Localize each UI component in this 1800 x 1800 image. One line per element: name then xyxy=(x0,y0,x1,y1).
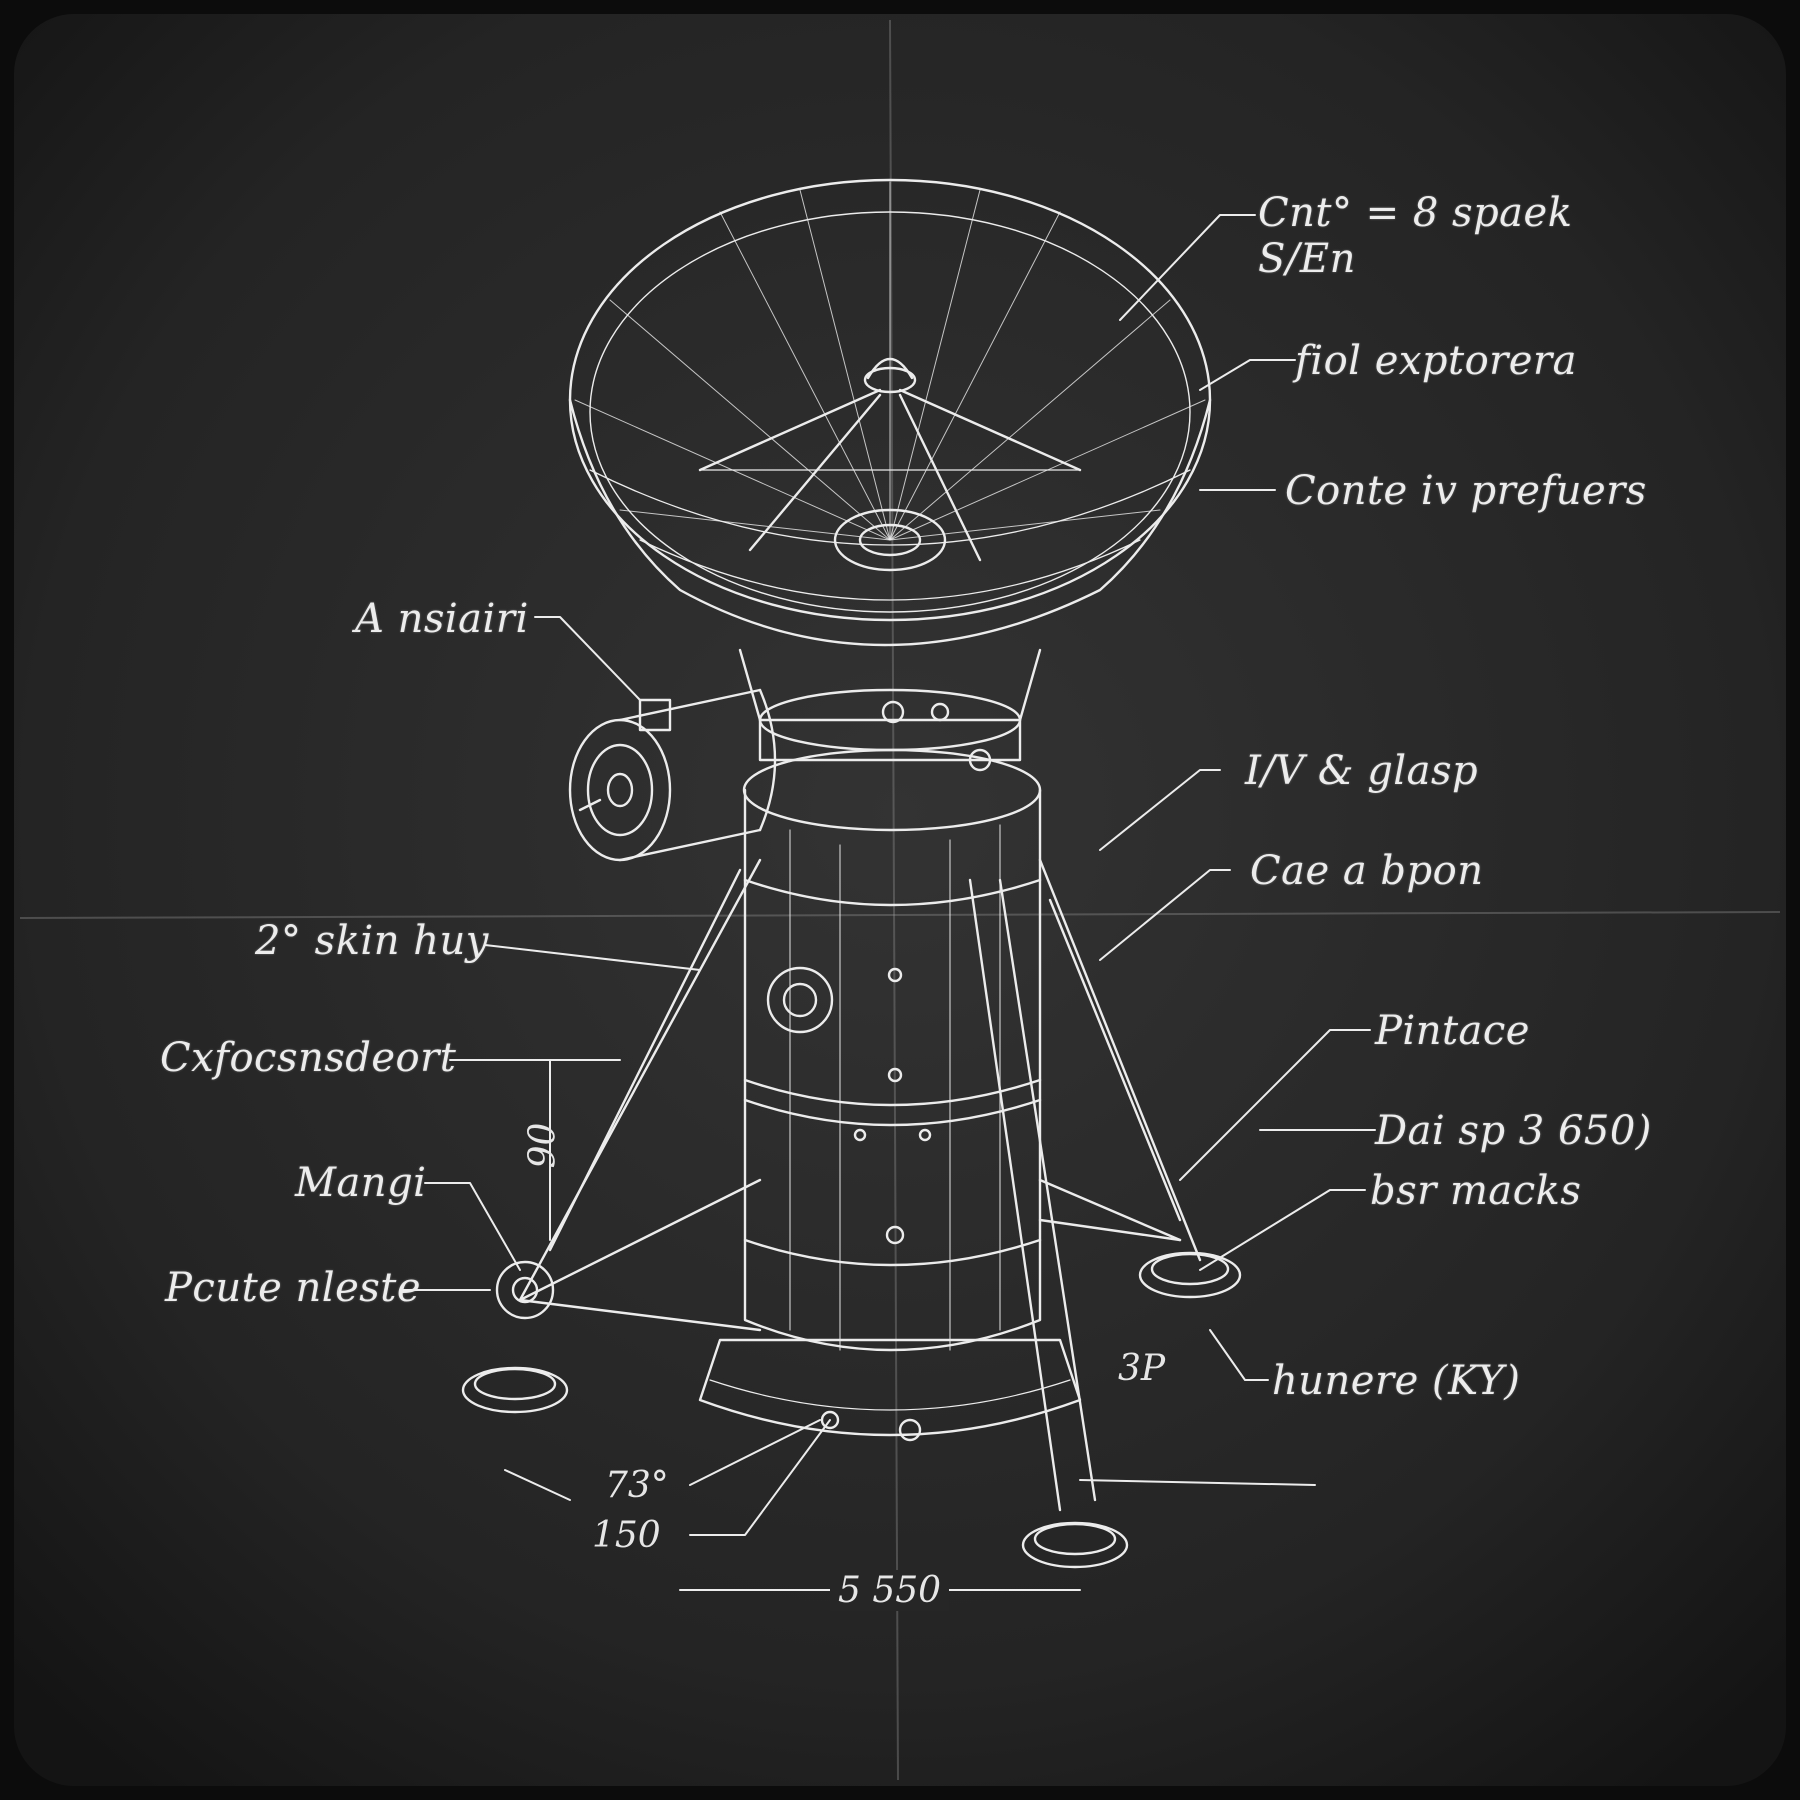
satellite-drawing xyxy=(399,178,1376,1591)
callout-footpad-left: Pcute nleste xyxy=(165,1265,422,1311)
callout-top-right-line2: S/En xyxy=(1258,236,1356,282)
callout-strut: 2° skin huy xyxy=(255,918,489,964)
callout-interface: Pintace xyxy=(1375,1008,1530,1054)
callout-right-strut: Dai sp 3 650) xyxy=(1375,1108,1652,1154)
neck-assembly xyxy=(738,648,1042,772)
board-surface xyxy=(14,14,1786,1786)
callout-right-pad: bsr macks xyxy=(1370,1168,1582,1214)
callout-joint: Mangi xyxy=(295,1160,427,1206)
antenna-dish xyxy=(568,178,1212,647)
dimension-height: 90 xyxy=(522,1122,564,1169)
footpads xyxy=(461,1251,1242,1569)
dimension-side-tag: 3P xyxy=(1118,1348,1166,1389)
callout-dish-rim: fiol exptorera xyxy=(1295,338,1577,384)
callout-leg-brace: Cxfocsnsdeort xyxy=(160,1035,457,1081)
callout-base-right: hunere (KY) xyxy=(1272,1358,1521,1404)
dimension-offset-a: 73° xyxy=(605,1465,669,1506)
dimension-offset-b: 150 xyxy=(592,1515,661,1556)
callout-side-camera: A nsiairi xyxy=(355,596,529,642)
callout-top-right-line1: Cnt° = 8 spaek xyxy=(1258,190,1573,236)
legs xyxy=(518,858,1202,1512)
main-body xyxy=(742,748,1042,1352)
leader-lines xyxy=(399,214,1376,1591)
callout-mid-body: Cae a bpon xyxy=(1250,848,1484,894)
base-plate xyxy=(698,1338,1082,1442)
side-camera xyxy=(568,688,777,862)
dimension-base-width: 5 550 xyxy=(830,1570,950,1611)
callout-dish-cone: Conte iv prefuers xyxy=(1285,468,1647,514)
fold-creases xyxy=(19,19,1781,1781)
callout-upper-body: I/V & glasp xyxy=(1245,748,1479,794)
